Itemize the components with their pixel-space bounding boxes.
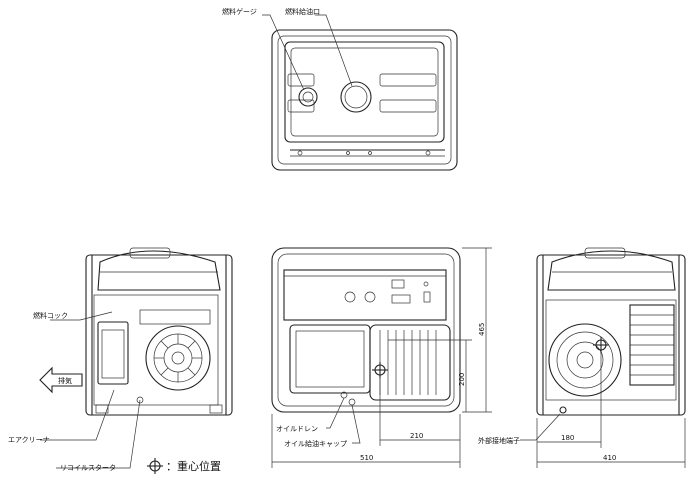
recoil-fins xyxy=(154,334,202,382)
label-air-cleaner: エアクリーナ xyxy=(8,436,50,444)
recoil-starter xyxy=(145,325,211,391)
dim-front-width: 510 xyxy=(360,454,373,462)
label-ground-terminal: 外部接地端子 xyxy=(478,436,520,445)
oil-filler-cap xyxy=(348,398,356,406)
label-oil-filler-cap: オイル給油キャップ xyxy=(284,439,347,448)
alternator-fins xyxy=(379,330,437,395)
cg-legend-text: ：重心位置 xyxy=(166,459,221,473)
dim-side-width: 410 xyxy=(603,454,616,462)
grille-lines xyxy=(630,314,674,376)
front-view xyxy=(271,247,492,468)
dim-front-cg-width: 210 xyxy=(410,432,423,440)
air-cleaner xyxy=(97,321,129,385)
label-oil-drain: オイルドレン xyxy=(276,425,318,433)
label-recoil-starter: リコイルスタータ xyxy=(60,463,116,472)
right-side-view xyxy=(520,247,686,468)
fuel-gauge xyxy=(298,87,318,107)
label-fuel-gauge: 燃料ゲージ xyxy=(222,7,257,16)
top-view xyxy=(262,14,458,171)
left-side-view xyxy=(39,247,233,469)
label-exhaust: 排気 xyxy=(58,376,72,385)
label-fuel-filler: 燃料給油口 xyxy=(285,7,320,16)
ground-terminal xyxy=(559,406,567,414)
label-fuel-cock: 燃料コック xyxy=(33,311,68,320)
dim-side-cg-width: 180 xyxy=(561,434,574,442)
exhaust-arrow xyxy=(39,366,83,394)
dim-front-cg-height: 200 xyxy=(458,373,466,386)
dim-front-height: 465 xyxy=(478,323,486,336)
cg-legend: ：重心位置 xyxy=(147,458,221,474)
fuel-filler-cap xyxy=(340,81,372,113)
